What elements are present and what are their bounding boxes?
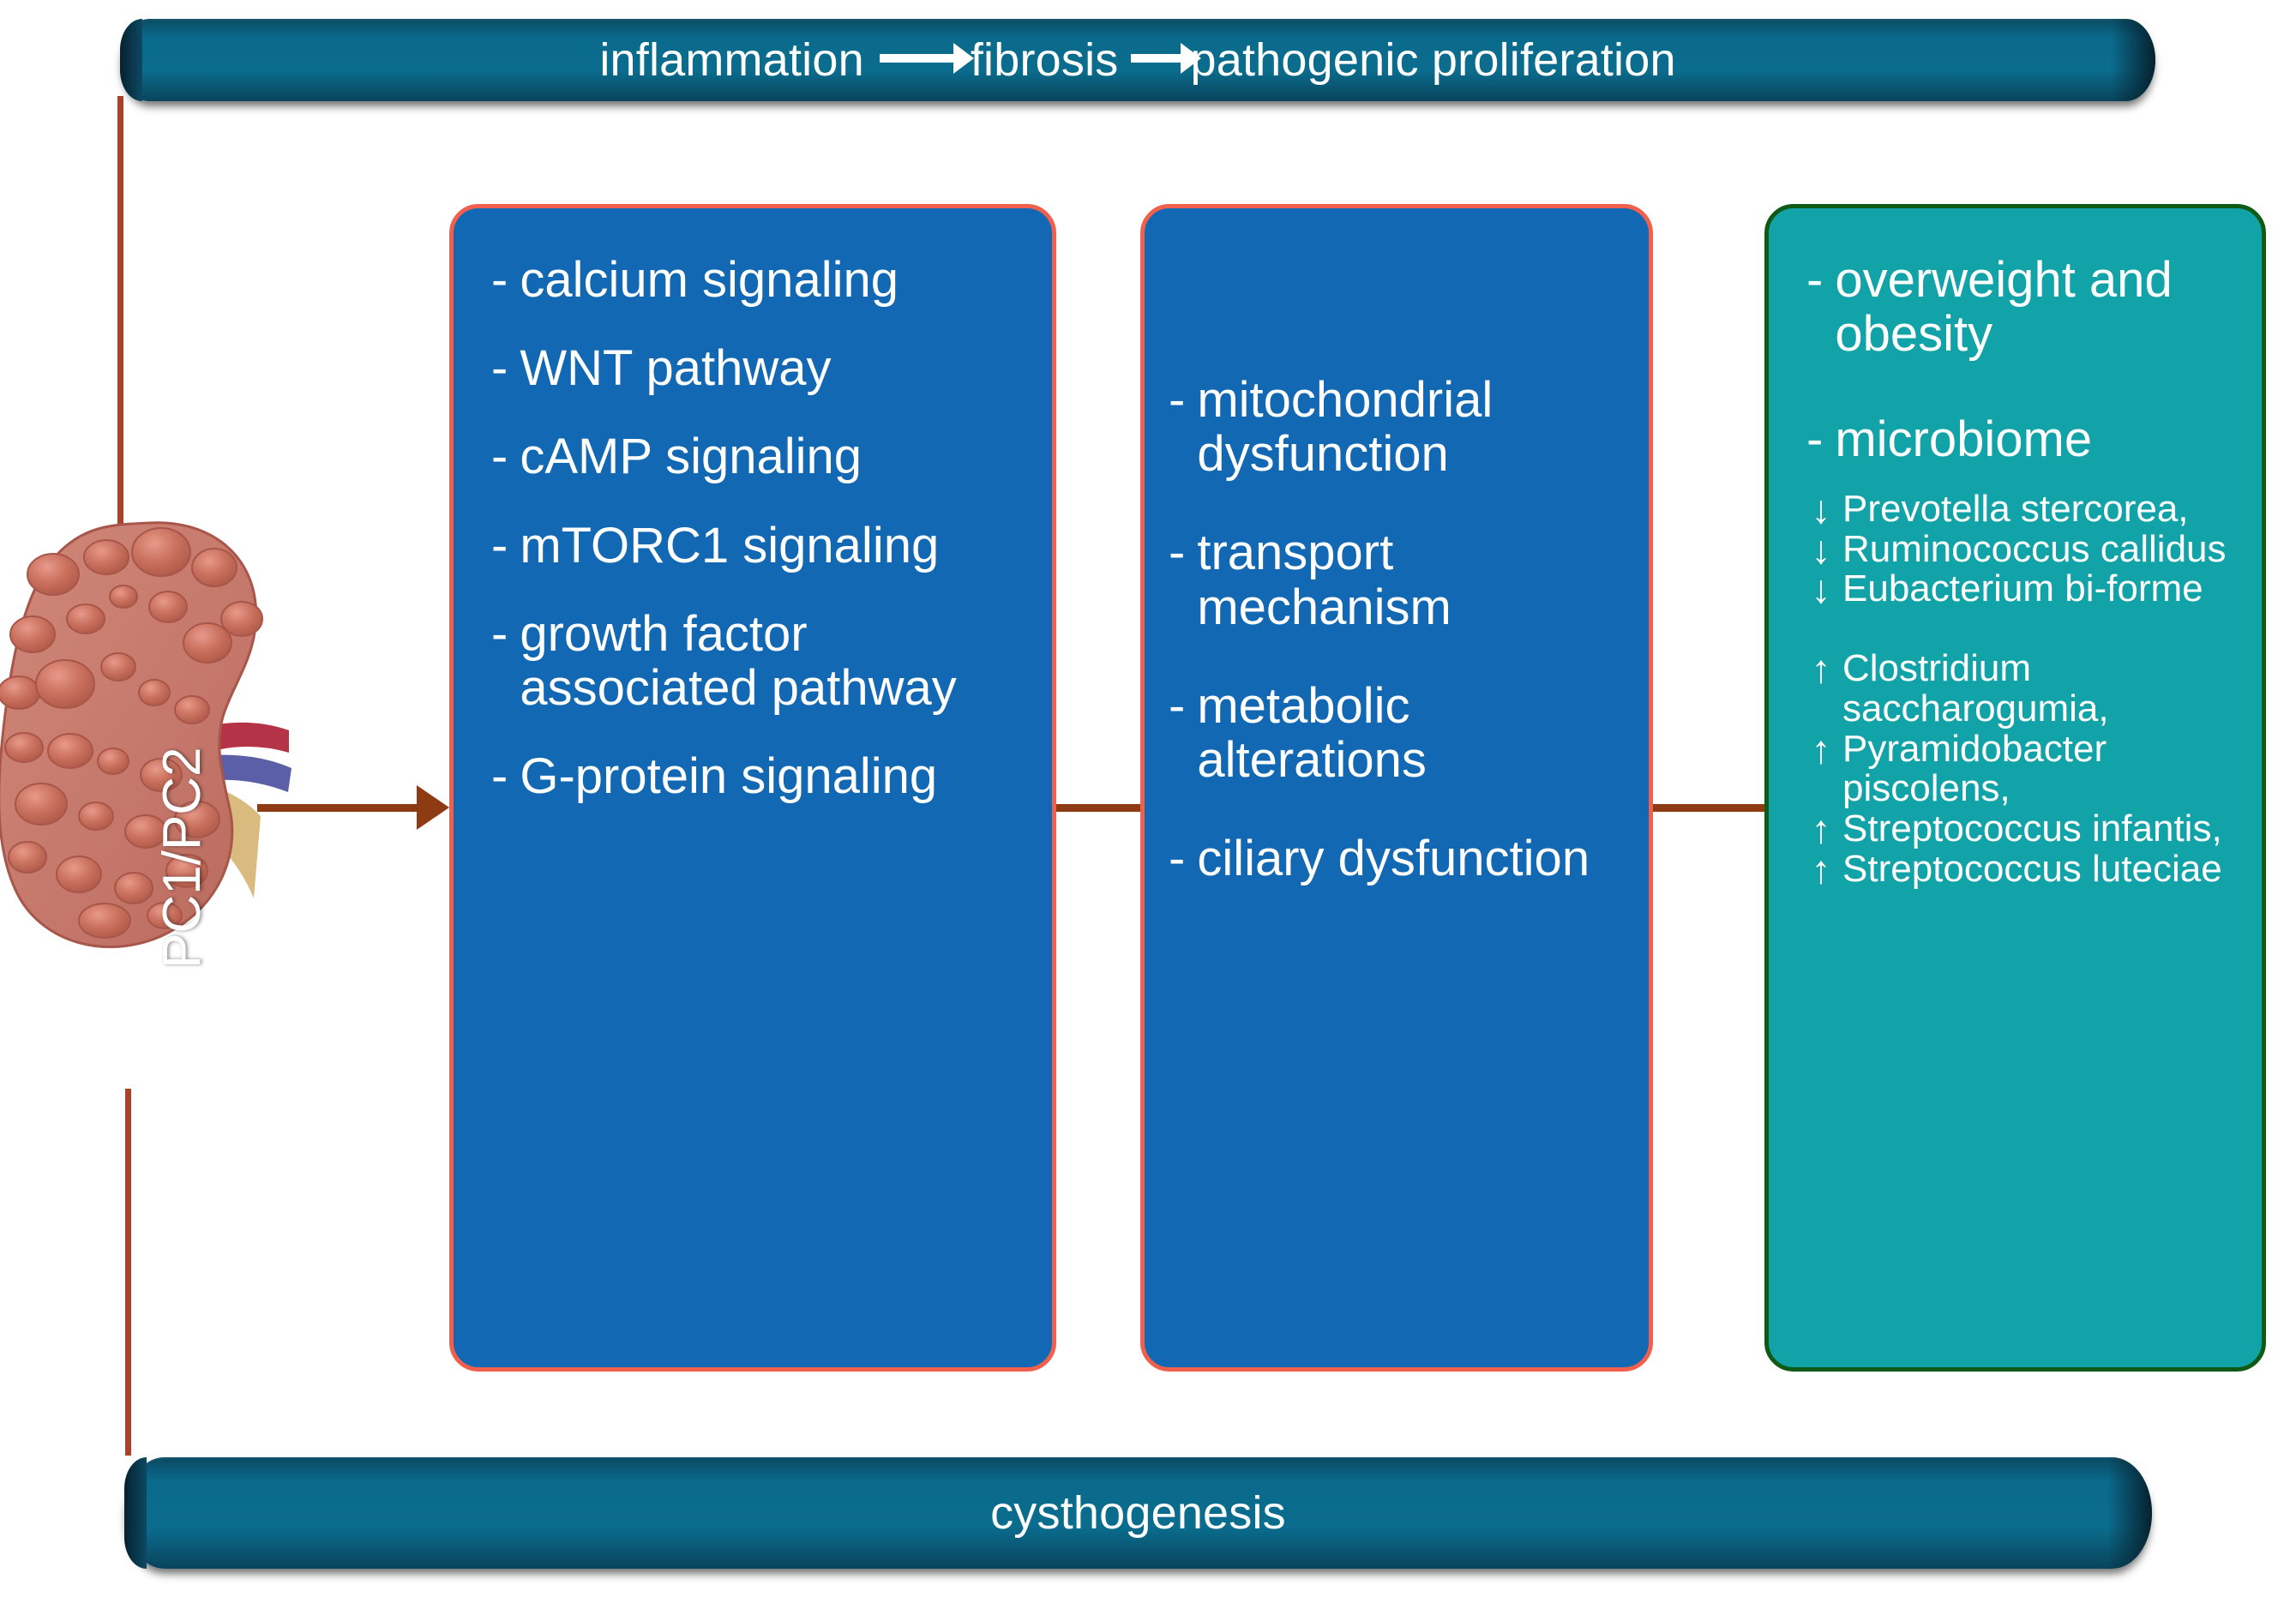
increased-bacteria-list: ↑ Clostridium saccharogumia, ↑ Pyramidob…	[1806, 646, 2246, 892]
arrow-kidney-to-pathways	[257, 785, 449, 830]
list-item: - transport mechanism	[1169, 525, 1623, 635]
mechanism-label: ciliary dysfunction	[1197, 831, 1590, 887]
bacteria-name: Ruminococcus callidus	[1842, 527, 2227, 570]
down-arrow-icon: ↓	[1811, 526, 1831, 572]
list-item: - mTORC1 signaling	[491, 517, 1026, 573]
dash-marker: -	[1169, 525, 1186, 581]
cellular-mechanisms-panel: - mitochondrial dysfunction - transport …	[1140, 204, 1653, 1372]
up-arrow-icon: ↑	[1811, 726, 1831, 771]
list-item: - cAMP signaling	[491, 429, 1026, 483]
list-item: ↓ Eubacterium bi-forme	[1806, 569, 2246, 609]
list-item: - calcium signaling	[491, 253, 1026, 307]
list-item: ↑ Clostridium saccharogumia,	[1806, 646, 2246, 729]
banner-segment-inflammation: inflammation	[599, 34, 864, 86]
mechanism-label: transport mechanism	[1197, 525, 1452, 635]
pathway-label: G-protein signaling	[520, 748, 938, 805]
list-item: ↓ Prevotella stercorea,	[1806, 489, 2246, 530]
mechanism-label: metabolic alterations	[1197, 677, 1427, 789]
down-arrow-icon: ↓	[1811, 486, 1831, 531]
banner-top-text: inflammation fibrosis pathogenic prolife…	[599, 33, 1675, 87]
bacteria-name: Streptococcus infantis,	[1842, 807, 2222, 850]
dash-marker: -	[1169, 831, 1186, 887]
bacteria-name: Prevotella stercorea,	[1842, 487, 2189, 530]
pathway-label: WNT pathway	[520, 340, 832, 397]
list-item: - growth factor associated pathway	[491, 605, 1026, 717]
banner-segment-fibrosis: fibrosis	[970, 34, 1119, 86]
risk-heading-microbiome: microbiome	[1835, 411, 2093, 468]
dash-marker: -	[491, 252, 508, 308]
pathway-label: mTORC1 signaling	[520, 517, 940, 573]
dash-marker: -	[491, 748, 508, 805]
pathway-label: cAMP signaling	[520, 429, 863, 485]
bacteria-name: Clostridium saccharogumia,	[1842, 647, 2109, 729]
pathway-label: growth factor associated pathway	[520, 605, 957, 717]
bacteria-name: Eubacterium bi-forme	[1842, 567, 2203, 610]
banner-inflammation-cascade: inflammation fibrosis pathogenic prolife…	[120, 19, 2155, 101]
dash-marker: -	[1169, 372, 1186, 428]
dash-marker: -	[1169, 677, 1186, 734]
signaling-pathways-panel: - calcium signaling - WNT pathway - cAMP…	[449, 204, 1056, 1372]
bacteria-name: Pyramidobacter piscolens,	[1842, 727, 2107, 810]
dash-marker: -	[491, 605, 508, 662]
list-item: - overweight and obesity	[1806, 252, 2246, 363]
dash-marker: -	[1806, 411, 1824, 468]
list-item: - mitochondrial dysfunction	[1169, 372, 1623, 483]
list-item: ↑ Pyramidobacter piscolens,	[1806, 729, 2246, 809]
mechanism-label: mitochondrial dysfunction	[1197, 372, 1494, 483]
connector-line-bottom-left	[125, 1089, 131, 1456]
arrow-mechanisms-to-risk	[1650, 785, 1800, 830]
down-arrow-icon: ↓	[1811, 567, 1831, 612]
dash-marker: -	[491, 429, 508, 485]
bacteria-name: Streptococcus luteciae	[1842, 847, 2222, 890]
connector-line-top-left	[117, 96, 123, 735]
up-arrow-icon: ↑	[1811, 806, 1831, 851]
banner-segment-pathogenic-proliferation: pathogenic proliferation	[1190, 34, 1676, 86]
list-item: ↓ Ruminococcus callidus	[1806, 526, 2246, 572]
right-arrow-icon	[1130, 43, 1201, 74]
list-item: ↑ Streptococcus infantis,	[1806, 806, 2246, 851]
dash-marker: -	[491, 340, 508, 397]
up-arrow-icon: ↑	[1811, 846, 1831, 892]
list-item: - ciliary dysfunction	[1169, 832, 1623, 886]
banner-cysthogenesis: cysthogenesis	[124, 1457, 2152, 1569]
list-item: - microbiome	[1806, 412, 2246, 466]
dash-marker: -	[1806, 252, 1824, 308]
right-arrow-icon	[879, 43, 974, 74]
risk-factors-panel: - overweight and obesity - microbiome ↓ …	[1764, 204, 2266, 1372]
decreased-bacteria-list: ↓ Prevotella stercorea, ↓ Ruminococcus c…	[1806, 489, 2246, 610]
list-item: - metabolic alterations	[1169, 677, 1623, 789]
list-item: - WNT pathway	[491, 341, 1026, 395]
list-item: - G-protein signaling	[491, 749, 1026, 803]
banner-bottom-text: cysthogenesis	[990, 1487, 1286, 1539]
dash-marker: -	[491, 517, 508, 573]
pathway-label: calcium signaling	[520, 252, 899, 308]
up-arrow-icon: ↑	[1811, 646, 1831, 692]
list-item: ↑ Streptococcus luteciae	[1806, 846, 2246, 892]
polycystic-kidney-illustration	[0, 514, 328, 960]
risk-heading-overweight: overweight and obesity	[1835, 252, 2173, 363]
